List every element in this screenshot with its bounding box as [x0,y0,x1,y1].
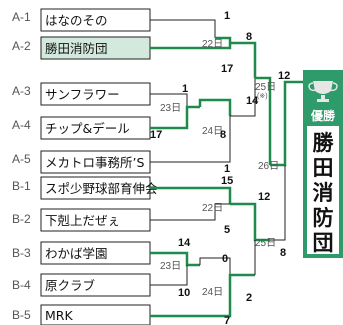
bracket-line [230,78,256,117]
score-note: (※) [257,93,268,100]
match-date: 22日 [202,203,223,214]
bracket-line-winner [150,186,232,204]
score: 8 [220,129,226,141]
team-name: 勝田消防団 [45,41,108,56]
score: 8 [246,31,252,43]
team-name: 原クラブ [45,278,96,293]
score: 1 [224,163,230,175]
bracket-line-winner [270,80,303,167]
bracket-line-winner [150,105,200,130]
match-date: 25日 [255,82,276,93]
score: 12 [258,191,270,203]
score: 0 [222,253,228,265]
match-date: 24日 [202,287,223,298]
team-name: チップ&デール [45,121,130,136]
champion-name-char: 勝 [313,131,335,155]
score: 12 [278,70,290,82]
bracket-block-a: A-1 A-2 A-3 A-4 A-5 はなのその 勝田消防団 サンフラワー チ… [12,8,290,175]
team-name: 下剋上だぜぇ [45,213,120,228]
bracket-line-winner [255,76,272,165]
bracket-line-winner [230,41,257,78]
score: 14 [246,95,259,107]
champion-name-char: 田 [313,156,334,180]
bracket-line [270,165,286,241]
team-seed: B-2 [12,212,31,226]
score: 1 [182,83,188,95]
team-name: はなのその [45,13,108,28]
bracket-line [150,19,216,38]
match-date: 26日 [258,161,279,172]
team-name: サンフラワー [45,87,120,102]
champion-label: 優勝 [310,108,336,123]
team-seed: B-4 [12,278,31,292]
bracket-line [150,93,188,107]
champion-name-char: 防 [313,206,334,230]
match-date: 23日 [160,261,181,272]
team-name: わかば学園 [45,246,108,261]
team-name: スポ少野球部育伸会 [45,181,158,196]
score: 15 [221,175,233,187]
bracket-line-winner [150,273,255,318]
match-date: 23日 [160,103,181,114]
bracket-line [150,116,231,163]
score: 17 [221,63,233,75]
team-seed: B-5 [12,308,31,322]
score: 5 [224,224,230,236]
champion-name-box [307,126,339,254]
score: 10 [178,287,190,299]
score: 1 [224,10,230,22]
bracket-line-winner [150,251,200,267]
bracket-line [150,265,188,286]
match-date: 24日 [202,126,223,137]
team-seed: A-2 [12,39,31,53]
score: 2 [246,292,252,304]
match-date: 25日 [255,238,276,249]
team-seed: B-1 [12,179,31,193]
trophy-icon [308,81,338,102]
team-name: メカトロ事務所’S [45,155,144,170]
team-seed: A-5 [12,152,31,166]
bracket-final: 26日 8 [258,80,303,259]
team-name: MRK [45,308,73,323]
bracket-line [150,203,230,221]
team-seed: A-4 [12,118,31,132]
bracket-line-winner [198,98,232,116]
score: 14 [178,237,191,249]
score: 8 [280,247,286,259]
bracket-line [199,257,231,275]
bracket-block-b: B-1 B-2 B-3 B-4 B-5 スポ少野球部育伸会 下剋上だぜぇ わかば… [12,175,276,325]
match-date: 22日 [202,39,223,50]
champion-panel: 優勝 勝 田 消 防 団 [303,70,343,258]
score: 17 [150,129,162,141]
champion-name-char: 団 [313,231,334,255]
team-seed: A-3 [12,84,31,98]
champion-name-char: 消 [313,181,334,205]
bracket-line-winner [230,202,270,242]
team-seed: A-1 [12,10,31,24]
score: 7 [224,315,230,325]
team-seed: B-3 [12,246,31,260]
